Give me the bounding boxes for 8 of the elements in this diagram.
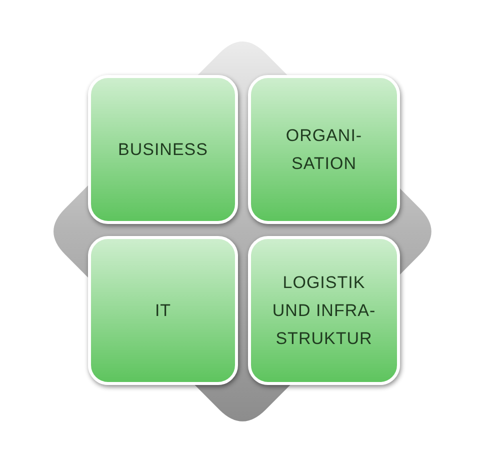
box-label: BUSINESS: [117, 138, 209, 160]
category-box: [88, 75, 238, 224]
category-box: [248, 75, 400, 224]
box-label: IT: [154, 300, 172, 322]
box-label: ORGANI- SATION: [284, 124, 364, 174]
category-box: [248, 236, 400, 385]
category-box: [88, 236, 238, 385]
box-label: LOGISTIK UND INFRA- STRUKTUR: [271, 272, 377, 350]
